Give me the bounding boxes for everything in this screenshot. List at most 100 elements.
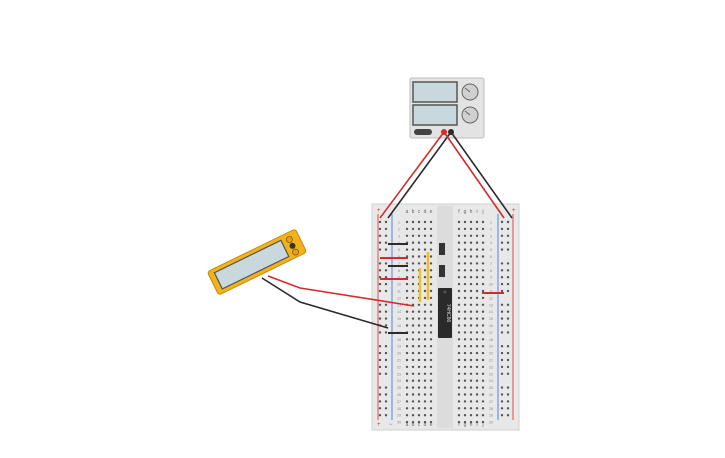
breadboard-hole[interactable]: [475, 296, 479, 300]
breadboard-hole[interactable]: [417, 331, 421, 334]
breadboard-hole[interactable]: [417, 338, 421, 341]
breadboard-hole[interactable]: [500, 414, 504, 417]
breadboard-hole[interactable]: [469, 420, 473, 424]
breadboard-hole[interactable]: [469, 331, 473, 334]
breadboard-hole[interactable]: [481, 282, 485, 286]
breadboard-hole[interactable]: [429, 234, 433, 237]
wire-supply-red-left[interactable]: [379, 131, 445, 219]
breadboard-hole[interactable]: [417, 324, 421, 327]
multimeter-dial[interactable]: [285, 235, 293, 243]
breadboard-hole[interactable]: [429, 386, 433, 389]
breadboard-hole[interactable]: [423, 407, 427, 410]
breadboard-hole[interactable]: [500, 234, 504, 237]
breadboard-hole[interactable]: [417, 345, 421, 348]
breadboard-hole[interactable]: [378, 303, 382, 306]
breadboard-hole[interactable]: [469, 241, 473, 244]
breadboard-hole[interactable]: [384, 400, 388, 403]
breadboard-hole[interactable]: [405, 276, 409, 279]
breadboard-hole[interactable]: [411, 289, 415, 293]
breadboard-hole[interactable]: [500, 269, 504, 272]
breadboard-hole[interactable]: [411, 317, 415, 320]
breadboard-hole[interactable]: [481, 386, 485, 389]
breadboard-hole[interactable]: [423, 248, 427, 251]
breadboard-hole[interactable]: [481, 255, 485, 258]
breadboard-hole[interactable]: [506, 303, 510, 306]
breadboard-hole[interactable]: [463, 324, 467, 327]
breadboard-hole[interactable]: [423, 393, 427, 396]
breadboard-hole[interactable]: [463, 241, 467, 244]
breadboard-hole[interactable]: [481, 324, 485, 327]
breadboard-hole[interactable]: [417, 400, 421, 403]
breadboard-hole[interactable]: [405, 227, 409, 231]
breadboard-hole[interactable]: [457, 282, 461, 286]
breadboard-hole[interactable]: [475, 400, 479, 403]
breadboard-hole[interactable]: [384, 262, 388, 265]
breadboard-hole[interactable]: [429, 365, 433, 369]
breadboard-hole[interactable]: [506, 324, 510, 327]
breadboard-hole[interactable]: [500, 407, 504, 410]
breadboard-hole[interactable]: [469, 414, 473, 417]
breadboard-hole[interactable]: [500, 248, 504, 251]
breadboard-hole[interactable]: [405, 269, 409, 272]
breadboard-hole[interactable]: [423, 303, 427, 306]
breadboard-hole[interactable]: [475, 310, 479, 313]
breadboard-hole[interactable]: [457, 407, 461, 410]
breadboard-hole[interactable]: [429, 289, 433, 293]
breadboard-hole[interactable]: [481, 241, 485, 244]
breadboard-hole[interactable]: [469, 393, 473, 396]
breadboard-hole[interactable]: [411, 338, 415, 341]
breadboard-hole[interactable]: [417, 310, 421, 313]
breadboard-hole[interactable]: [469, 407, 473, 410]
breadboard-hole[interactable]: [417, 365, 421, 369]
breadboard-hole[interactable]: [469, 400, 473, 403]
breadboard-hole[interactable]: [384, 289, 388, 293]
breadboard-hole[interactable]: [481, 414, 485, 417]
breadboard-hole[interactable]: [405, 220, 409, 224]
breadboard-hole[interactable]: [463, 338, 467, 341]
breadboard-hole[interactable]: [475, 262, 479, 265]
breadboard-hole[interactable]: [463, 393, 467, 396]
breadboard-hole[interactable]: [500, 345, 504, 348]
breadboard-hole[interactable]: [429, 393, 433, 396]
breadboard-hole[interactable]: [469, 276, 473, 279]
breadboard-hole[interactable]: [457, 276, 461, 279]
breadboard-hole[interactable]: [378, 414, 382, 417]
breadboard-hole[interactable]: [469, 234, 473, 237]
breadboard-hole[interactable]: [411, 379, 415, 382]
breadboard-hole[interactable]: [506, 234, 510, 237]
breadboard-hole[interactable]: [423, 379, 427, 382]
breadboard-hole[interactable]: [405, 317, 409, 320]
breadboard-hole[interactable]: [500, 276, 504, 279]
breadboard-hole[interactable]: [423, 420, 427, 424]
breadboard-hole[interactable]: [378, 345, 382, 348]
breadboard-hole[interactable]: [475, 345, 479, 348]
breadboard-hole[interactable]: [417, 234, 421, 237]
breadboard-hole[interactable]: [469, 324, 473, 327]
breadboard-hole[interactable]: [423, 365, 427, 369]
breadboard-hole[interactable]: [469, 351, 473, 355]
breadboard-hole[interactable]: [405, 338, 409, 341]
breadboard-hole[interactable]: [469, 227, 473, 231]
breadboard-hole[interactable]: [475, 227, 479, 231]
breadboard-hole[interactable]: [500, 358, 504, 362]
breadboard-hole[interactable]: [457, 317, 461, 320]
breadboard-hole[interactable]: [506, 310, 510, 313]
breadboard-hole[interactable]: [475, 379, 479, 382]
breadboard-hole[interactable]: [475, 351, 479, 355]
breadboard-hole[interactable]: [405, 351, 409, 355]
breadboard-hole[interactable]: [405, 420, 409, 424]
breadboard-hole[interactable]: [423, 269, 427, 272]
breadboard-hole[interactable]: [475, 365, 479, 369]
breadboard-hole[interactable]: [411, 227, 415, 231]
breadboard-hole[interactable]: [457, 331, 461, 334]
breadboard-hole[interactable]: [384, 331, 388, 334]
breadboard-hole[interactable]: [506, 241, 510, 244]
breadboard-hole[interactable]: [500, 289, 504, 293]
breadboard-hole[interactable]: [384, 269, 388, 272]
breadboard-hole[interactable]: [469, 365, 473, 369]
breadboard-hole[interactable]: [378, 351, 382, 355]
breadboard-hole[interactable]: [506, 331, 510, 334]
breadboard-hole[interactable]: [500, 400, 504, 403]
breadboard-hole[interactable]: [475, 386, 479, 389]
breadboard-hole[interactable]: [411, 282, 415, 286]
